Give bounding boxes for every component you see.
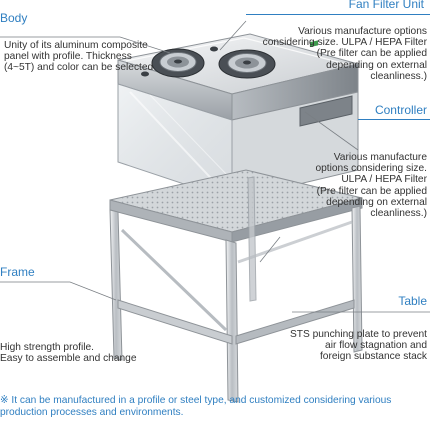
controller-desc: Various manufacture options considering … [277, 152, 427, 219]
desc-line: Unity of its aluminum composite [4, 40, 148, 51]
desc-line: considering size. ULPA / HEPA Filter [262, 37, 427, 49]
desc-line: (Pre filter can be applied [316, 185, 427, 197]
frame-desc: High strength profile. Easy to assemble … [0, 342, 170, 364]
body-desc: Unity of its aluminum composite panel wi… [4, 40, 174, 74]
desc-line: cleanliness.) [370, 70, 427, 82]
desc-line: (Pre filter can be applied [316, 48, 427, 60]
fan-unit-right [218, 49, 276, 79]
footnote: ※ It can be manufactured in a profile or… [0, 395, 430, 419]
fan-filter-unit-title: Fan Filter Unit [348, 0, 424, 11]
controller-underline [358, 119, 430, 120]
controller-panel [299, 40, 353, 127]
desc-line: Various manufacture options [298, 26, 427, 37]
fan-unit-left [151, 48, 205, 78]
desc-line: High strength profile. [0, 342, 95, 353]
desc-line: cleanliness.) [370, 208, 427, 220]
body-title: Body [0, 11, 28, 25]
desc-line: Easy to assemble and change [0, 353, 137, 365]
perforated-table-top [109, 169, 363, 243]
desc-line: depending on external [326, 196, 427, 208]
footnote-symbol: ※ [0, 395, 9, 406]
desc-line: depending on external [326, 59, 427, 71]
table-desc: STS punching plate to prevent air flow s… [257, 329, 427, 363]
frame-legs [109, 176, 363, 403]
frame-title: Frame [0, 265, 35, 279]
desc-line: panel with profile. Thickness [4, 51, 132, 63]
desc-line: air flow stagnation and [325, 340, 427, 352]
footnote-text: It can be manufactured in a profile or s… [0, 395, 392, 418]
fan-filter-unit-underline [246, 14, 430, 15]
desc-line: STS punching plate to prevent [289, 329, 427, 340]
fan-knob [141, 46, 218, 77]
controller-title: Controller [374, 103, 427, 117]
table-title: Table [398, 294, 427, 308]
desc-line: foreign substance stack [319, 351, 427, 363]
desc-line: Various manufacture [333, 152, 427, 163]
desc-line: ULPA / HEPA Filter [341, 174, 427, 186]
leader-lines [0, 20, 430, 313]
desc-line: options considering size. [315, 163, 427, 175]
fan-filter-unit-desc: Various manufacture options considering … [207, 26, 427, 82]
desc-line: (4~5T) and color can be selected [4, 62, 154, 74]
